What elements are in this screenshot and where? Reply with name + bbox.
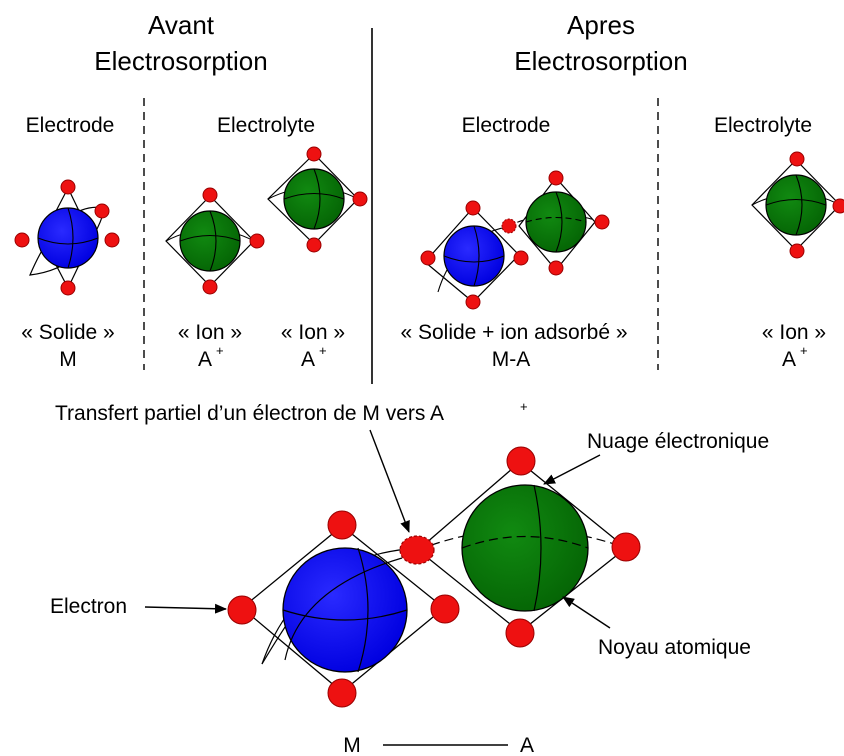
caption-solid: « Solide » <box>21 321 114 344</box>
caption-adsorbed-symbol: M-A <box>492 348 531 371</box>
nucleus-label: Noyau atomique <box>598 636 751 659</box>
caption-adsorbed: « Solide + ion adsorbé » <box>400 321 627 344</box>
header-before-line2: Electrosorption <box>94 46 267 76</box>
bond-label-a: A <box>520 734 534 756</box>
atom-pair-m-a-large <box>227 446 641 708</box>
caption-ion-3: « Ion » <box>762 321 826 344</box>
caption-ion-1-symbol: A <box>198 348 212 371</box>
atom-ion-a3 <box>751 151 844 259</box>
caption-solid-symbol: M <box>59 348 77 371</box>
column-electrode-right: Electrode <box>462 114 551 137</box>
column-electrolyte-left: Electrolyte <box>217 114 315 137</box>
caption-ion-2-charge: + <box>319 343 327 358</box>
electron-arrow <box>144 603 227 614</box>
atom-solid-m-small <box>14 179 120 296</box>
caption-ion-1-charge: + <box>216 343 224 358</box>
header-after-line2: Electrosorption <box>514 46 687 76</box>
cloud-label: Nuage électronique <box>587 430 769 453</box>
atom-ion-a1 <box>165 187 265 295</box>
header-before-line1: Avant <box>148 10 215 40</box>
nucleus-arrow <box>562 596 611 629</box>
transfer-arrow <box>369 429 410 533</box>
column-electrode-left: Electrode <box>26 114 115 137</box>
caption-ion-3-charge: + <box>800 343 808 358</box>
header-after-line1: Apres <box>567 10 635 40</box>
atom-ion-a2 <box>267 146 368 253</box>
transfer-label: Transfert partiel d’un électron de M ver… <box>55 402 444 425</box>
electron-label: Electron <box>50 595 127 618</box>
caption-ion-2-symbol: A <box>301 348 315 371</box>
caption-ion-3-symbol: A <box>782 348 796 371</box>
caption-ion-2: « Ion » <box>281 321 345 344</box>
transfer-label-charge: + <box>520 399 528 414</box>
caption-ion-1: « Ion » <box>178 321 242 344</box>
column-electrolyte-right: Electrolyte <box>714 114 812 137</box>
cloud-arrow <box>543 454 601 485</box>
bond-label-m: M <box>343 734 361 756</box>
atom-pair-m-a-small <box>420 170 610 310</box>
